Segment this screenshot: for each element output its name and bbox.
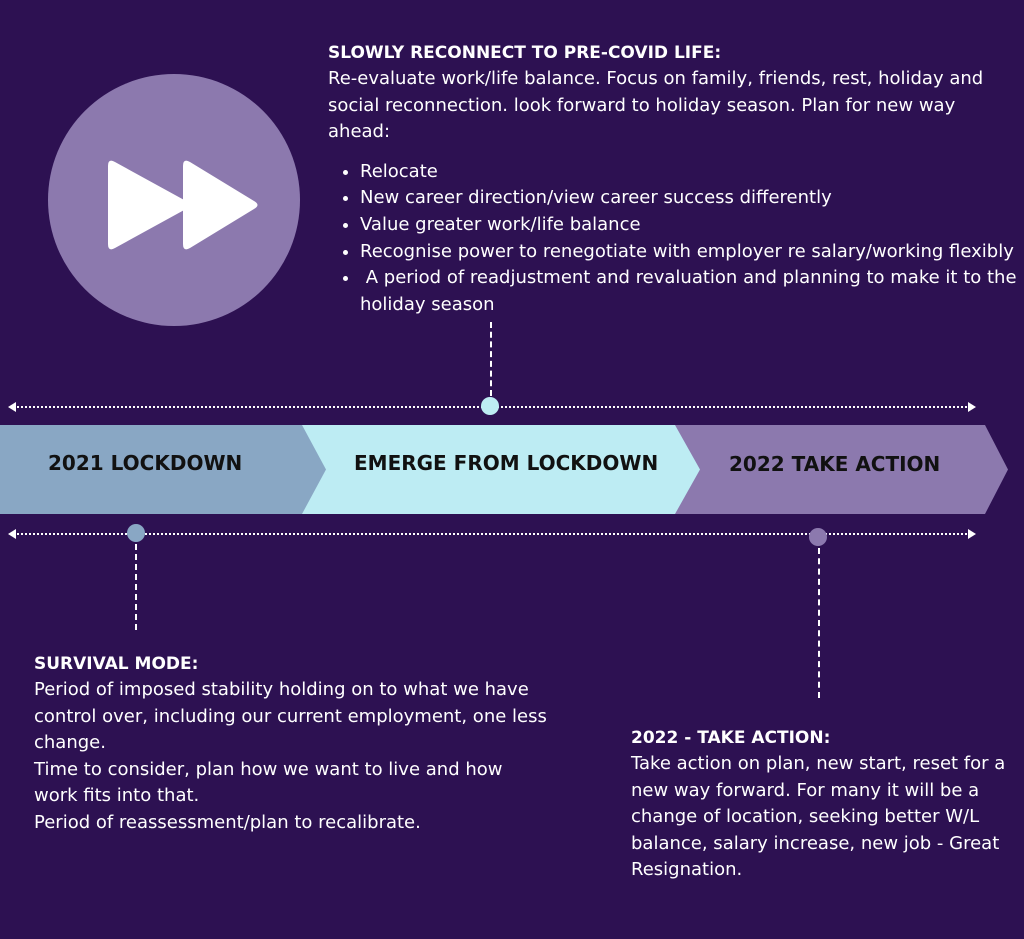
left-heading: SURVIVAL MODE: xyxy=(34,654,199,674)
left-annotation: SURVIVAL MODE: Period of imposed stabili… xyxy=(34,651,554,837)
segment-emerge-from-lockdown xyxy=(290,425,700,514)
segment-label-2021-lockdown: 2021 LOCKDOWN xyxy=(48,451,243,475)
top-heading: SLOWLY RECONNECT TO PRE-COVID LIFE: xyxy=(328,43,722,63)
segment-2022-take-action xyxy=(660,425,1008,514)
lower-arrow-right xyxy=(968,529,976,539)
lower-arrow-left xyxy=(8,529,16,539)
bullet-item: Recognise power to renegotiate with empl… xyxy=(360,239,1018,266)
left-line-3: Period of reassessment/plan to recalibra… xyxy=(34,811,421,833)
timeline-band xyxy=(0,425,1008,514)
bullet-item: New career direction/view career success… xyxy=(360,185,1018,212)
top-bullet-list: Relocate New career direction/view caree… xyxy=(328,159,1018,319)
top-marker-dot xyxy=(481,397,499,415)
top-paragraph: Re-evaluate work/life balance. Focus on … xyxy=(328,68,984,143)
right-marker-dot xyxy=(809,528,827,546)
left-line-2: Time to consider, plan how we want to li… xyxy=(34,758,503,807)
segment-label-emerge-from-lockdown: EMERGE FROM LOCKDOWN xyxy=(354,451,659,475)
fast-forward-icon xyxy=(108,160,258,250)
left-connector xyxy=(135,544,137,630)
right-annotation: 2022 - TAKE ACTION: Take action on plan,… xyxy=(631,725,1016,884)
bullet-item: Relocate xyxy=(360,159,1018,186)
left-line-1: Period of imposed stability holding on t… xyxy=(34,679,547,754)
right-heading: 2022 - TAKE ACTION: xyxy=(631,728,831,748)
segment-2021-lockdown xyxy=(0,425,326,514)
segment-label-2022-take-action: 2022 TAKE ACTION xyxy=(729,452,941,476)
bullet-item: A period of readjustment and revaluation… xyxy=(360,265,1018,318)
left-marker-dot xyxy=(127,524,145,542)
right-paragraph: Take action on plan, new start, reset fo… xyxy=(631,753,1006,881)
upper-arrow-left xyxy=(8,402,16,412)
upper-arrow-right xyxy=(968,402,976,412)
bullet-item: Value greater work/life balance xyxy=(360,212,1018,239)
right-connector xyxy=(818,548,820,698)
top-connector xyxy=(490,322,492,396)
lower-dotted-line xyxy=(10,533,974,535)
fast-forward-circle xyxy=(48,74,300,326)
top-annotation: SLOWLY RECONNECT TO PRE-COVID LIFE: Re-e… xyxy=(328,40,1018,318)
